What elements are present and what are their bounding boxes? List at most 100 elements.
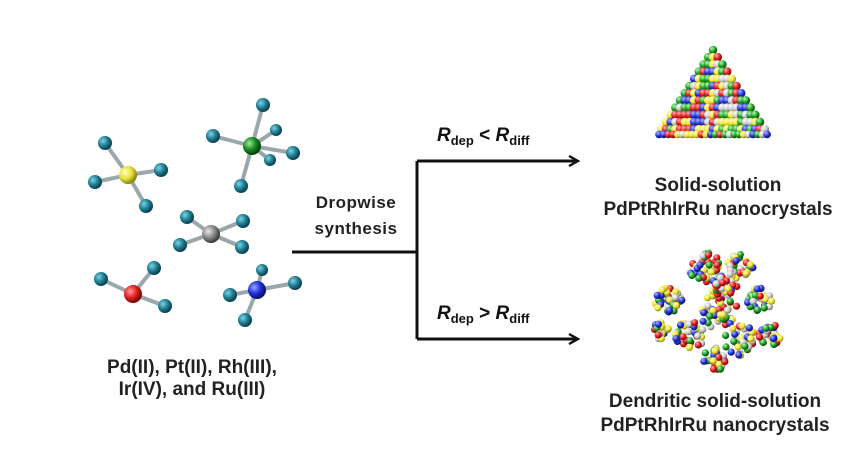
atom-sphere: [726, 297, 734, 305]
atom-sphere: [686, 337, 694, 345]
atom-sphere: [699, 317, 707, 325]
atom-sphere: [696, 261, 704, 269]
pd-complex-icon: [88, 136, 168, 213]
atom-sphere: [722, 331, 730, 340]
atom-sphere: [709, 307, 717, 315]
atom-sphere: [738, 322, 746, 330]
upper-rate-operator: <: [479, 125, 491, 146]
atom-sphere: [684, 328, 692, 336]
lower-rate-condition: Rdep > Rdiff: [437, 303, 529, 326]
atom-sphere: [706, 312, 714, 320]
atom-sphere: [691, 319, 699, 327]
atom-sphere: [769, 334, 777, 343]
atom-sphere: [713, 261, 721, 269]
atom-sphere: [753, 306, 762, 314]
atom-sphere: [731, 330, 739, 338]
atom-sphere: [672, 301, 680, 309]
atom-sphere: [654, 331, 662, 339]
atom-sphere: [699, 252, 707, 260]
pt-complex-icon: [173, 210, 250, 254]
atom-sphere: [741, 342, 749, 350]
atom-sphere: [755, 117, 765, 127]
atom-sphere: [747, 335, 755, 343]
atom-sphere: [723, 306, 732, 314]
upper-rate-sub2: diff: [509, 133, 530, 148]
atom-sphere: [676, 321, 685, 329]
atom-sphere: [732, 302, 741, 310]
atom-sphere: [712, 280, 720, 288]
upper-product-line2: PdPtRhIrRu nanocrystals: [603, 199, 833, 220]
atom-sphere: [734, 343, 742, 351]
lower-product-line1: Dendritic solid-solution: [608, 391, 822, 412]
upper-product-label: Solid-solution PdPtRhIrRu nanocrystals: [588, 174, 848, 222]
atom-sphere: [664, 324, 672, 332]
atom-sphere: [753, 285, 761, 293]
atom-sphere: [679, 333, 687, 341]
upper-rate-sub1: dep: [450, 133, 474, 148]
atom-sphere: [729, 324, 737, 332]
atom-sphere: [721, 358, 729, 366]
process-label: Dropwise synthesis: [300, 190, 412, 242]
atom-sphere: [770, 340, 778, 348]
atom-sphere: [741, 96, 751, 105]
process-label-line1: Dropwise: [315, 193, 397, 212]
atom-sphere: [685, 343, 693, 351]
atom-sphere: [709, 357, 717, 365]
atom-sphere: [654, 320, 663, 328]
atom-sphere: [653, 291, 661, 299]
atom-sphere: [746, 261, 754, 269]
upper-rate-condition: Rdep < Rdiff: [437, 125, 529, 148]
atom-sphere: [746, 103, 755, 112]
precursor-label: Pd(II), Pt(II), Rh(III), Ir(IV), and Ru(…: [72, 357, 312, 401]
atom-sphere: [713, 52, 722, 62]
atom-sphere: [688, 271, 696, 280]
precursor-label-line2: Ir(IV), and Ru(III): [118, 379, 266, 400]
atom-sphere: [718, 60, 727, 69]
atom-sphere: [763, 130, 771, 139]
atom-sphere: [665, 306, 674, 314]
atom-sphere: [726, 270, 734, 278]
atom-sphere: [744, 298, 752, 306]
atom-sphere: [711, 347, 719, 355]
rh-complex-icon: [94, 261, 172, 313]
atom-sphere: [700, 357, 708, 365]
atom-sphere: [715, 353, 723, 361]
lower-product-label: Dendritic solid-solution PdPtRhIrRu nano…: [580, 390, 850, 438]
atom-sphere: [745, 324, 754, 332]
atom-sphere: [755, 333, 764, 341]
atom-sphere: [759, 338, 767, 347]
atom-sphere: [751, 110, 760, 120]
lower-rate-r1: R: [437, 303, 451, 324]
atom-sphere: [742, 269, 750, 277]
lower-product-line2: PdPtRhIrRu nanocrystals: [600, 415, 830, 436]
atom-sphere: [730, 337, 738, 345]
atom-sphere: [732, 257, 740, 265]
atom-sphere: [708, 45, 718, 55]
ru-complex-icon: [223, 264, 302, 327]
atom-sphere: [672, 288, 680, 296]
atom-sphere: [735, 351, 743, 359]
atom-sphere: [671, 294, 679, 302]
atom-sphere: [716, 365, 725, 373]
atom-sphere: [707, 268, 715, 276]
atom-sphere: [761, 295, 770, 303]
atom-sphere: [767, 297, 776, 305]
atom-sphere: [705, 261, 713, 269]
atom-sphere: [703, 294, 712, 302]
atom-sphere: [722, 343, 730, 351]
atom-sphere: [736, 88, 746, 98]
upper-rate-r1: R: [437, 125, 451, 146]
atom-sphere: [776, 334, 784, 342]
precursor-label-line1: Pd(II), Pt(II), Rh(III),: [107, 357, 277, 378]
atom-sphere: [727, 348, 735, 356]
atom-sphere: [678, 296, 686, 304]
atom-sphere: [709, 365, 718, 373]
atom-sphere: [722, 67, 732, 76]
upper-rate-r2: R: [495, 125, 510, 146]
atom-sphere: [694, 341, 702, 349]
lower-rate-operator: >: [479, 303, 491, 324]
ir-complex-icon: [206, 98, 300, 193]
branching-arrow: [292, 161, 578, 339]
atom-sphere: [695, 274, 703, 282]
